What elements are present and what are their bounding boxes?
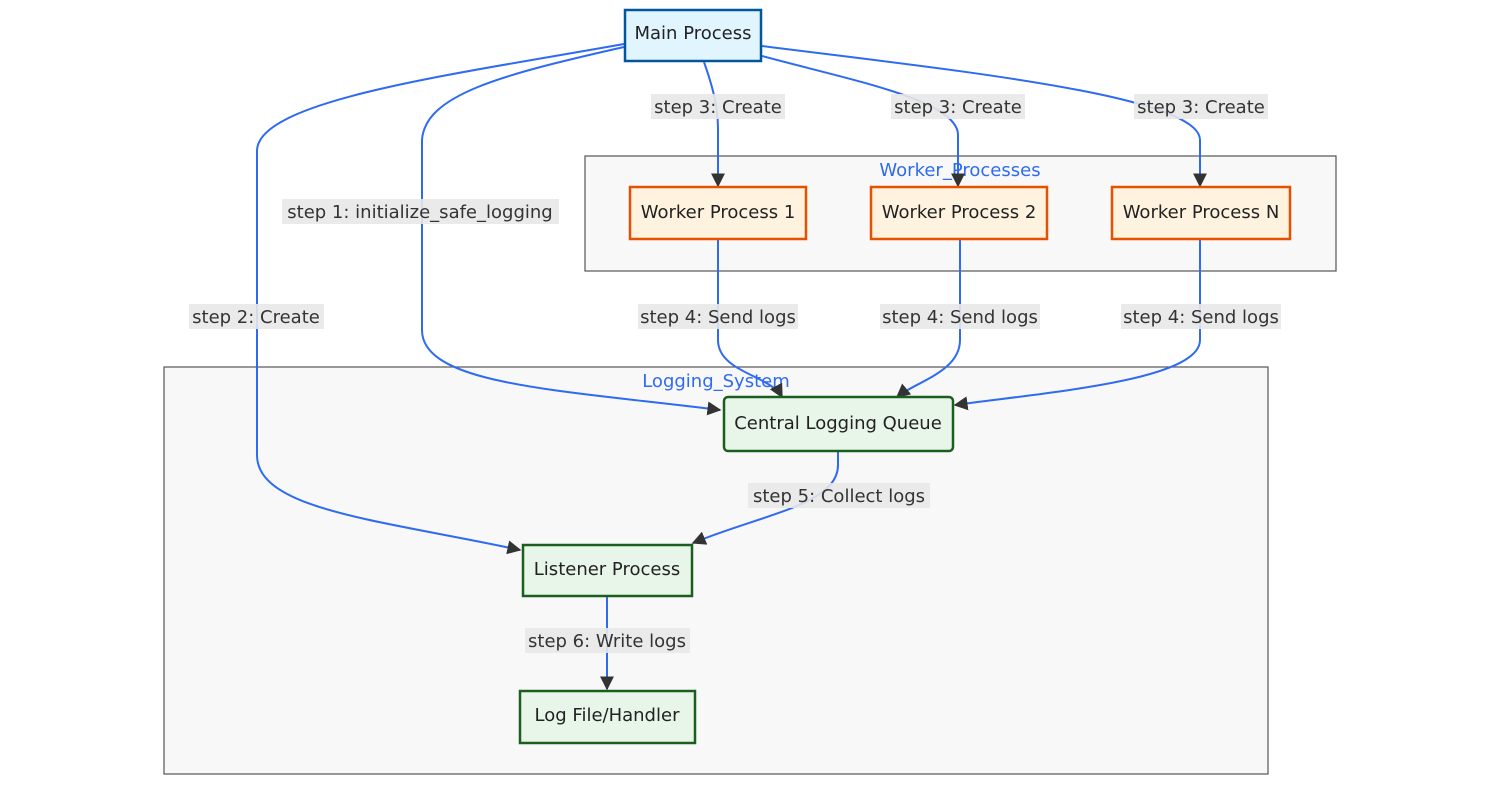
edge-create-wn <box>761 45 1207 188</box>
edge-label-send-w2: step 4: Send logs <box>880 304 1040 329</box>
edge-label-collect: step 5: Collect logs <box>748 483 930 508</box>
edge-label-init: step 1: initialize_safe_logging <box>282 199 559 224</box>
svg-text:step 5: Collect logs: step 5: Collect logs <box>753 486 925 507</box>
svg-text:Central Logging Queue: Central Logging Queue <box>734 413 942 434</box>
svg-text:Worker Process 1: Worker Process 1 <box>641 202 796 223</box>
svg-text:Main Process: Main Process <box>635 23 752 44</box>
svg-text:step 4: Send logs: step 4: Send logs <box>1123 307 1279 328</box>
svg-text:step 3: Create: step 3: Create <box>1137 97 1265 118</box>
edge-label-send-w1: step 4: Send logs <box>638 304 798 329</box>
edge-label-write: step 6: Write logs <box>525 628 690 653</box>
edge-labels: step 1: initialize_safe_logging step 2: … <box>189 94 1281 653</box>
node-central-logging-queue[interactable]: Central Logging Queue <box>722 395 955 453</box>
svg-text:Worker Process N: Worker Process N <box>1123 202 1280 223</box>
node-worker-process-n[interactable]: Worker Process N <box>1110 185 1292 241</box>
edge-label-send-wn: step 4: Send logs <box>1121 304 1281 329</box>
cluster-logging-system: Logging_System <box>163 366 1269 775</box>
nodes: Main Process Worker Process 1 Worker Pro… <box>518 8 1292 745</box>
edge-label-create-wn: step 3: Create <box>1134 94 1268 119</box>
edge-send-w1 <box>717 239 783 399</box>
edges <box>256 43 1207 691</box>
edge-create-w2 <box>761 55 965 188</box>
svg-text:step 2: Create: step 2: Create <box>192 307 320 328</box>
edge-init <box>421 46 722 416</box>
edge-send-w2 <box>895 239 961 398</box>
svg-text:step 4: Send logs: step 4: Send logs <box>640 307 796 328</box>
edge-label-create-w1: step 3: Create <box>651 94 785 119</box>
edge-send-wn <box>953 239 1201 411</box>
node-main-process[interactable]: Main Process <box>623 8 763 63</box>
edge-label-create-listener: step 2: Create <box>189 304 324 329</box>
cluster-logging-system-title: Logging_System <box>642 371 790 392</box>
cluster-worker-processes-title: Worker_Processes <box>879 160 1040 181</box>
svg-text:step 3: Create: step 3: Create <box>894 97 1022 118</box>
svg-text:step 1: initialize_safe_loggin: step 1: initialize_safe_logging <box>287 202 552 223</box>
node-listener-process[interactable]: Listener Process <box>521 543 694 598</box>
node-log-file-handler[interactable]: Log File/Handler <box>518 689 697 745</box>
svg-text:Worker Process 2: Worker Process 2 <box>882 202 1037 223</box>
edge-label-create-w2: step 3: Create <box>891 94 1025 119</box>
svg-text:Listener Process: Listener Process <box>534 559 680 580</box>
node-worker-process-2[interactable]: Worker Process 2 <box>869 185 1049 241</box>
edge-create-listener <box>256 43 625 555</box>
svg-text:step 6: Write logs: step 6: Write logs <box>528 631 686 652</box>
svg-text:step 3: Create: step 3: Create <box>654 97 782 118</box>
svg-text:step 4: Send logs: step 4: Send logs <box>882 307 1038 328</box>
node-worker-process-1[interactable]: Worker Process 1 <box>628 185 808 241</box>
svg-text:Log File/Handler: Log File/Handler <box>535 705 681 726</box>
